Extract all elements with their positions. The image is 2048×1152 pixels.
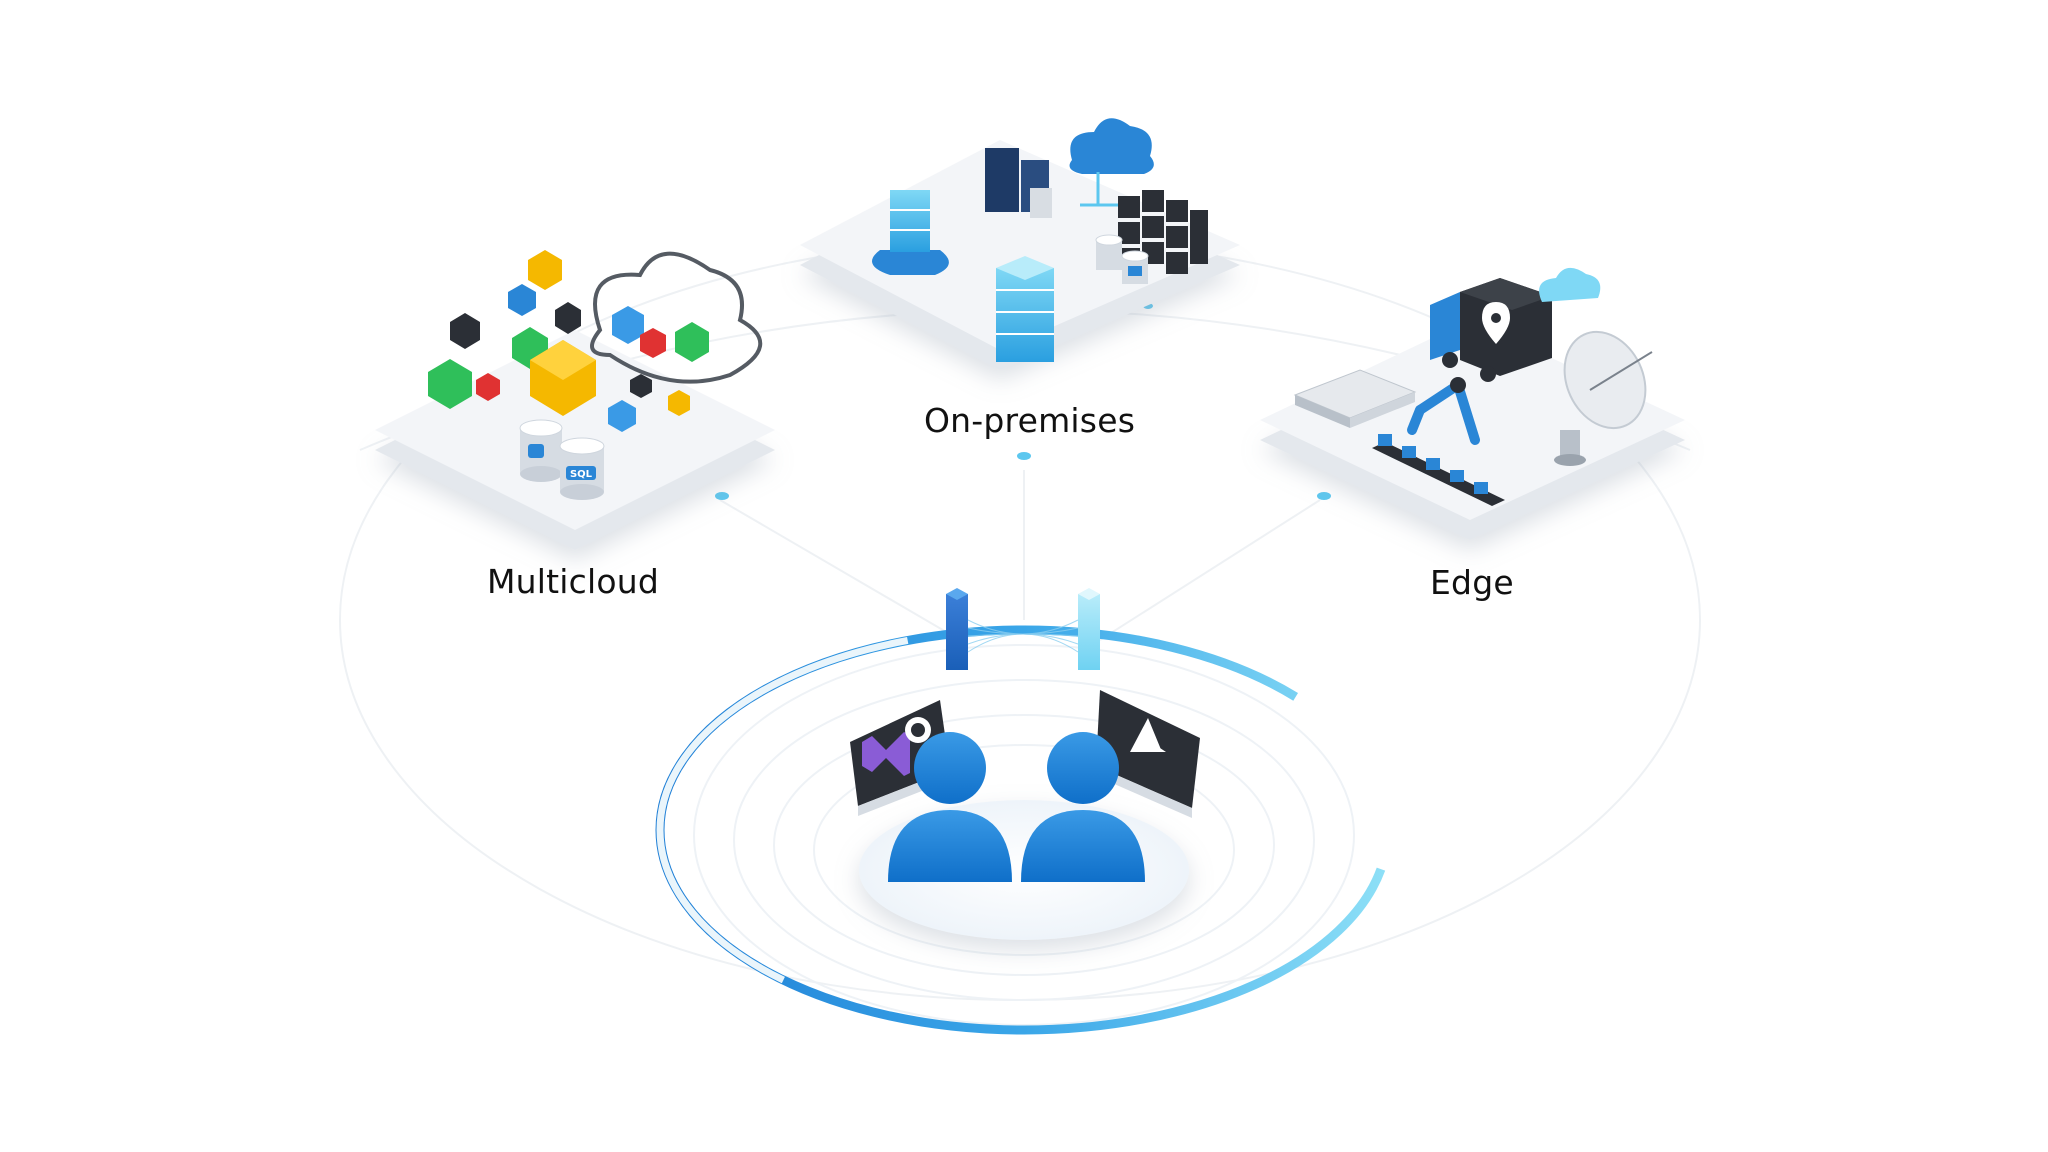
cube-cluster-icon	[428, 250, 709, 432]
multicloud-label: Multicloud	[487, 562, 660, 601]
server-unit-icon	[1293, 369, 1417, 428]
on-premises-platform	[800, 118, 1240, 370]
database-icon	[519, 419, 563, 482]
on-premises-label: On-premises	[924, 401, 1136, 440]
cloud-icon	[1069, 118, 1154, 174]
multicloud-platform: SQL	[375, 250, 775, 550]
sql-database-icon: SQL	[559, 437, 605, 500]
edge-label: Edge	[1430, 563, 1514, 602]
edge-platform	[1260, 267, 1685, 540]
cloud-outline-icon	[590, 251, 762, 384]
developer-hub	[655, 588, 1393, 1035]
visual-studio-icon	[862, 732, 910, 776]
user-icon	[1021, 732, 1145, 882]
server-stack-icon	[872, 190, 949, 275]
svg-text:SQL: SQL	[570, 469, 593, 480]
server-rack-icon	[985, 148, 1052, 218]
robot-arm-icon	[1407, 377, 1480, 445]
cloud-icon	[1539, 267, 1601, 302]
database-icon	[1095, 234, 1149, 284]
user-icon	[888, 732, 1012, 882]
azure-icon	[1130, 718, 1166, 752]
conveyor-belt-icon	[1372, 434, 1505, 506]
server-stack-icon	[996, 256, 1054, 362]
satellite-dish-icon	[1554, 330, 1653, 466]
delivery-truck-icon	[1430, 278, 1552, 382]
